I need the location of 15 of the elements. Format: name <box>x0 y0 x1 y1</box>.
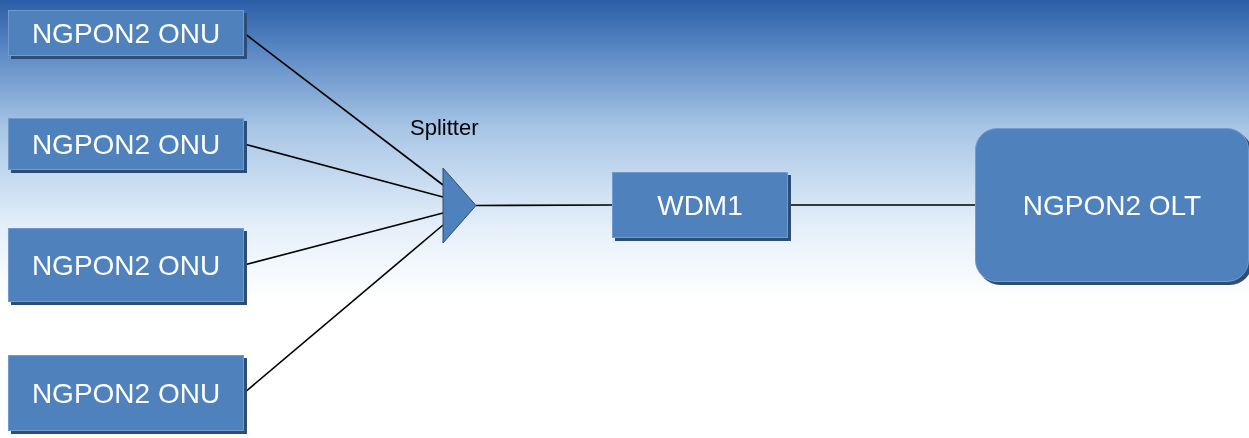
box-label: NGPON2 ONU <box>31 16 221 51</box>
box-label: NGPON2 ONU <box>31 376 221 411</box>
box-label: NGPON2 ONU <box>31 248 221 283</box>
process-box <box>975 128 1249 282</box>
process-box <box>8 355 244 431</box>
box-label: NGPON2 OLT <box>1021 188 1203 223</box>
connector-line <box>475 204 613 207</box>
process-box <box>8 118 244 170</box>
box-label: WDM1 <box>657 188 743 223</box>
splitter-label: Splitter <box>410 115 479 141</box>
process-box <box>8 228 244 302</box>
box-label: NGPON2 ONU <box>31 127 221 162</box>
splitter-symbol <box>443 168 476 243</box>
process-box <box>8 10 244 56</box>
process-box <box>612 172 788 238</box>
